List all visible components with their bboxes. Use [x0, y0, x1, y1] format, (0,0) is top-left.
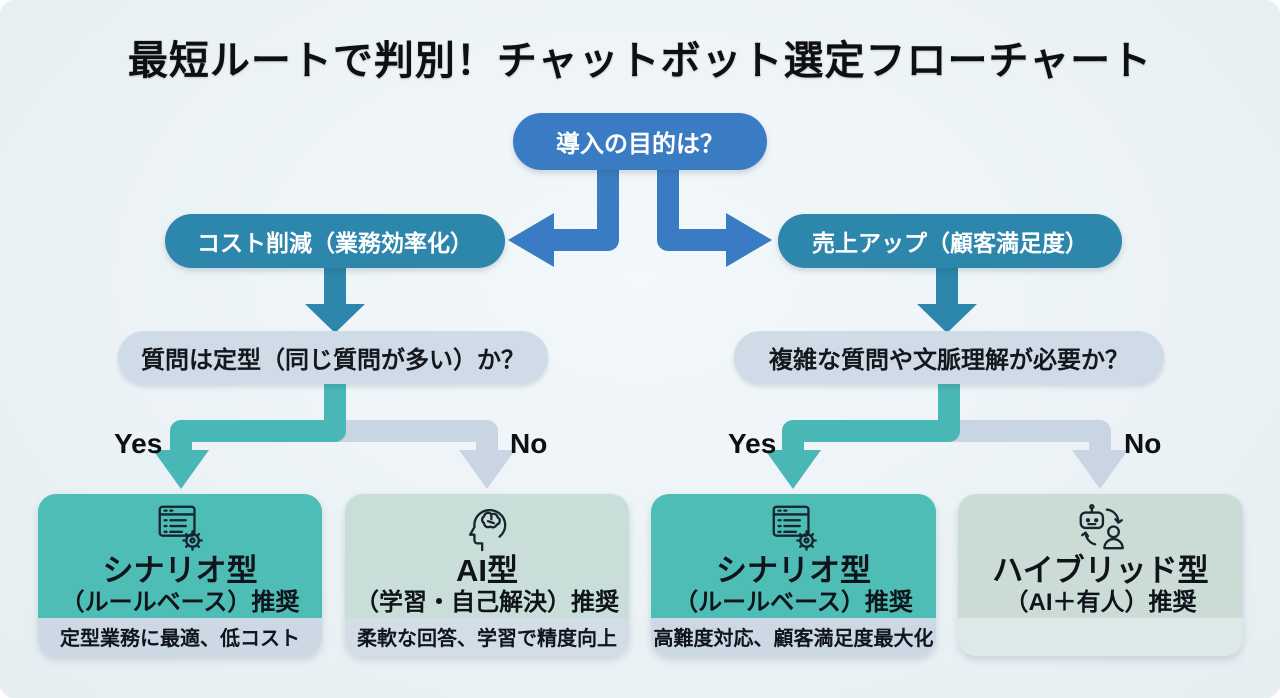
- node-branch-sales-up: 売上アップ（顧客満足度）: [778, 214, 1122, 268]
- result-card-scenario-left: シナリオ型 （ルールベース）推奨 定型業務に最適、低コスト: [38, 494, 322, 656]
- result-card-hybrid: ハイブリッド型 （AI＋有人）推奨: [958, 494, 1243, 656]
- label-left-no: No: [510, 428, 548, 459]
- node-question-routine: 質問は定型（同じ質問が多い）か？: [118, 331, 548, 384]
- result-subtitle: （ルールベース）推奨: [60, 588, 300, 616]
- result-title: AI型: [456, 553, 518, 588]
- arrow-left-yes: [153, 378, 346, 489]
- result-card-ai: AI型 （学習・自己解決）推奨 柔軟な回答、学習で精度向上: [345, 494, 629, 656]
- label-right-yes: Yes: [728, 428, 777, 459]
- arrow-right-yes: [765, 378, 960, 489]
- node-branch-cost-reduction: コスト削減（業務効率化）: [165, 214, 505, 268]
- scenario-window-gear-icon: [772, 505, 817, 551]
- result-card-body: AI型 （学習・自己解決）推奨: [345, 494, 629, 618]
- arrow-root-to-right-branch: [657, 158, 772, 267]
- node-question-complex: 複雑な質問や文脈理解が必要か？: [734, 331, 1164, 384]
- arrow-left-branch-to-question: [305, 260, 365, 333]
- label-right-no: No: [1124, 428, 1162, 459]
- arrow-right-branch-to-question: [917, 260, 977, 333]
- arrow-root-to-left-branch: [508, 158, 619, 267]
- result-title: ハイブリッド型: [992, 553, 1209, 588]
- result-subtitle: （学習・自己解決）推奨: [355, 588, 619, 616]
- node-root-question: 導入の目的は？: [513, 113, 767, 170]
- result-card-scenario-right: シナリオ型 （ルールベース）推奨 高難度対応、顧客満足度最大化: [651, 494, 936, 656]
- result-card-body: ハイブリッド型 （AI＋有人）推奨: [958, 494, 1243, 618]
- result-note: 高難度対応、顧客満足度最大化: [651, 617, 936, 656]
- result-card-body: シナリオ型 （ルールベース）推奨: [651, 494, 936, 618]
- result-note: 柔軟な回答、学習で精度向上: [345, 617, 629, 656]
- result-card-body: シナリオ型 （ルールベース）推奨: [38, 494, 322, 618]
- result-note: [958, 617, 1243, 656]
- result-subtitle: （AI＋有人）推奨: [1004, 588, 1197, 616]
- arrow-right-no: [949, 420, 1128, 489]
- result-subtitle: （ルールベース）推奨: [674, 588, 913, 616]
- page-title: 最短ルートで判別！チャットボット選定フローチャート: [127, 39, 1153, 83]
- scenario-window-gear-icon: [158, 505, 203, 551]
- arrow-left-no: [335, 420, 515, 489]
- result-title: シナリオ型: [102, 553, 258, 588]
- result-title: シナリオ型: [716, 553, 871, 588]
- hybrid-robot-person-icon: [1079, 504, 1124, 550]
- label-left-yes: Yes: [114, 428, 163, 459]
- ai-head-brain-icon: [468, 508, 507, 552]
- result-note: 定型業務に最適、低コスト: [38, 617, 322, 656]
